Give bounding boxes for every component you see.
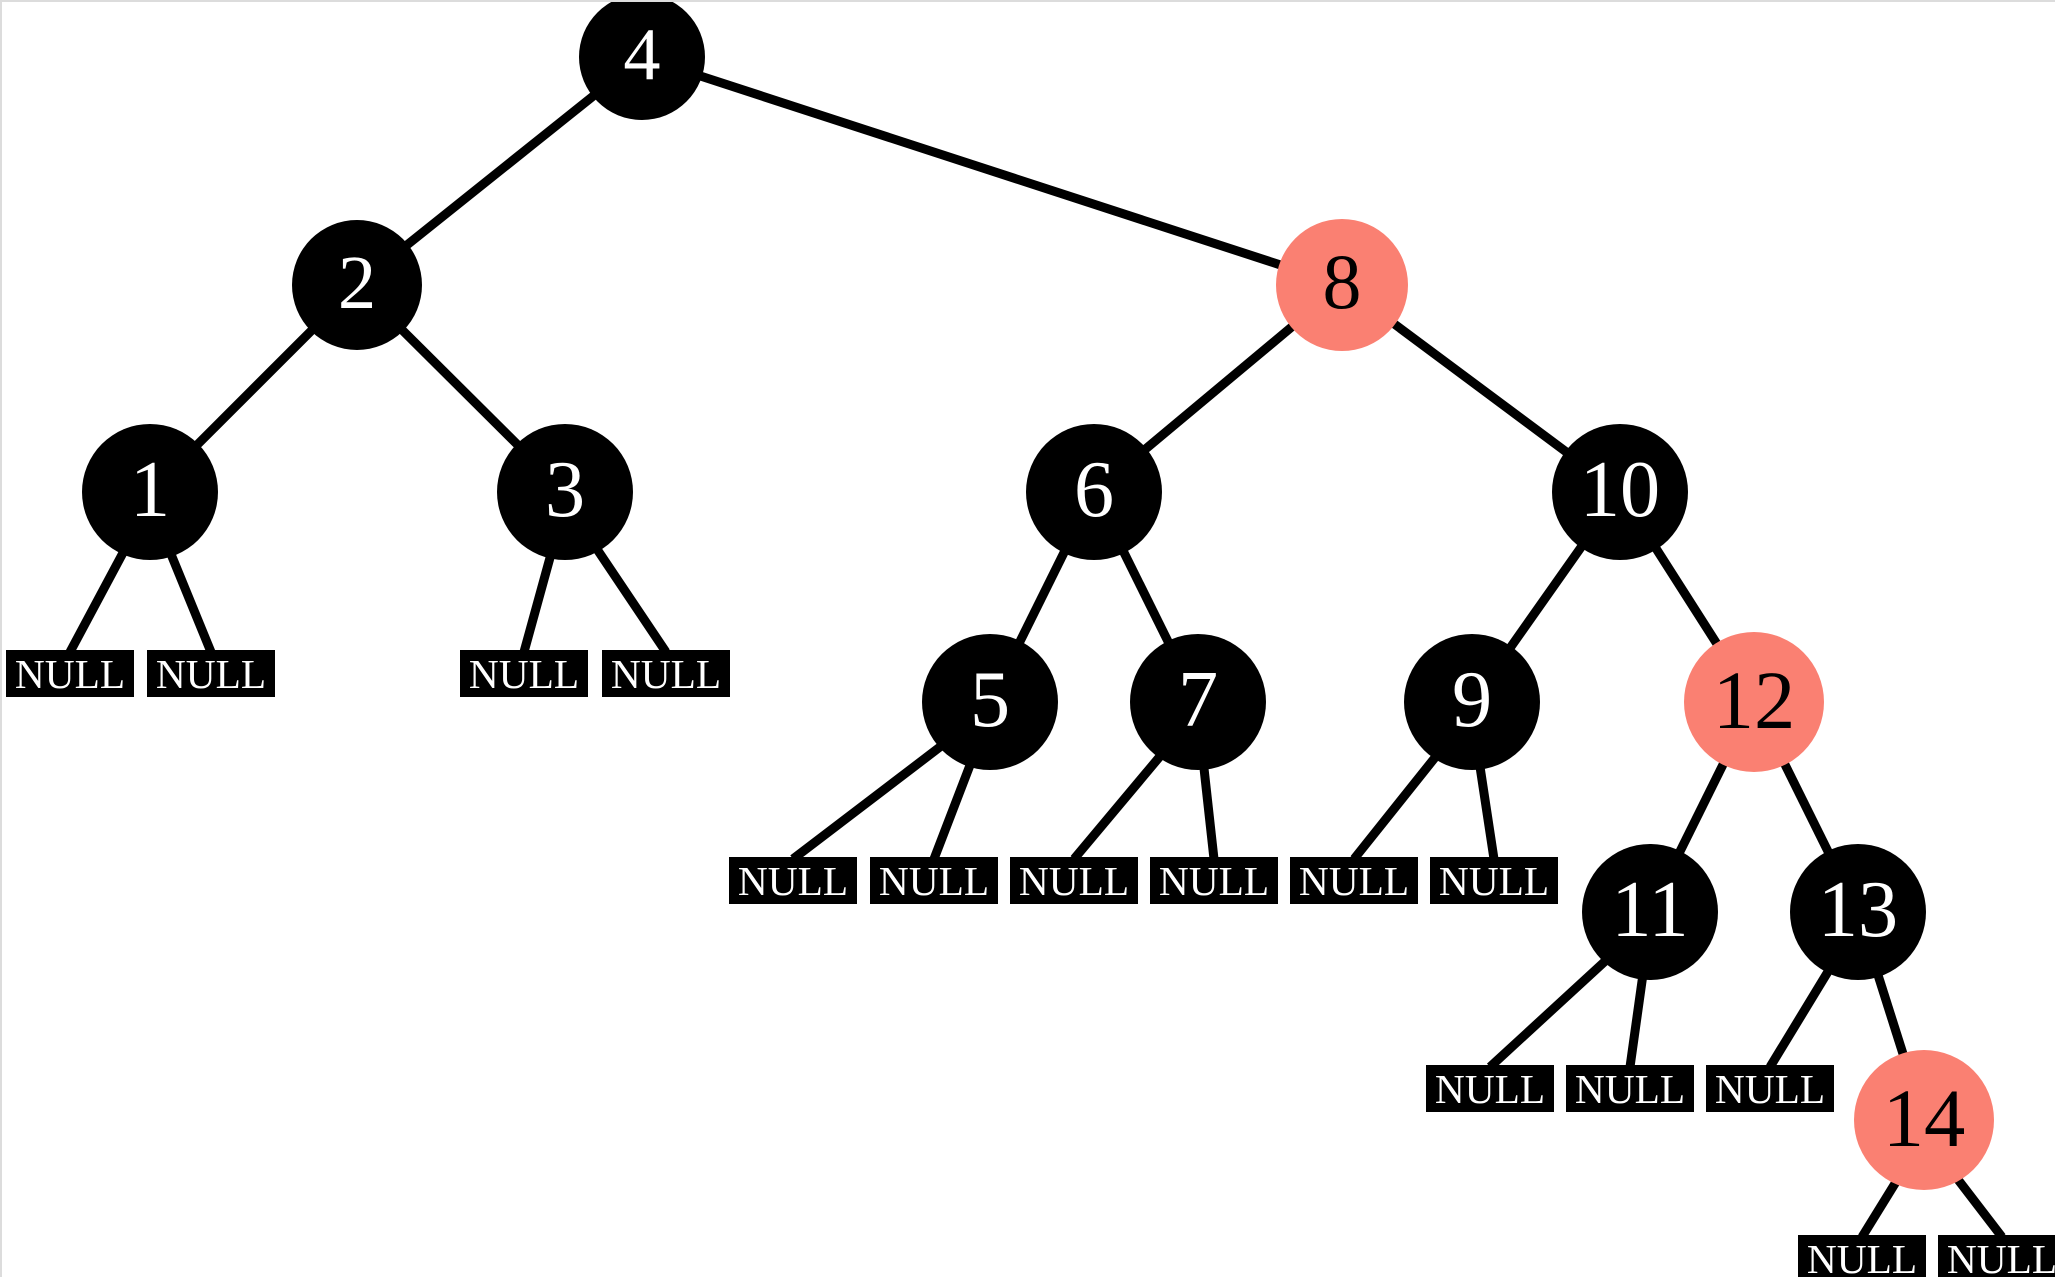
tree-node-label: 5 [969,654,1011,744]
tree-edge [1779,759,1834,857]
tree-edge [1199,765,1219,860]
tree-null-leaf: NULL [1290,857,1418,904]
tree-edge [1505,541,1587,653]
tree-node-3[interactable]: 3 [497,424,633,560]
tree-edge [1858,1177,1901,1240]
tree-null-leaf: NULL [147,650,275,697]
tree-edge [592,545,670,655]
tree-node-label: 9 [1451,654,1493,744]
tree-edge [1475,764,1499,860]
tree-node-label: 12 [1712,653,1796,746]
tree-null-leaf: NULL [1010,857,1138,904]
tree-node-14[interactable]: 14 [1854,1050,1994,1190]
tree-null-leaf: NULL [6,650,134,697]
tree-node-label: 13 [1817,864,1899,954]
tree-node-label: 1 [129,444,171,534]
tree-null-leaf: NULL [1706,1065,1834,1112]
tree-edge [66,548,129,655]
tree-null-leaf: NULL [1150,857,1278,904]
tree-edge [790,741,946,863]
tree-edge [397,324,523,451]
tree-null-leaf: NULL [1566,1065,1694,1112]
tree-edge [519,553,556,654]
tree-edge [1625,974,1648,1068]
tree-node-label: 4 [623,13,661,96]
tree-edge [696,70,1285,271]
tree-node-7[interactable]: 7 [1130,634,1266,770]
tree-edge [192,324,318,450]
tree-edge [1486,956,1611,1071]
tree-node-label: 6 [1073,444,1115,534]
tree-edge [1650,543,1723,649]
tree-null-leaf: NULL [870,857,998,904]
tree-node-13[interactable]: 13 [1790,844,1926,980]
tree-edge [1873,971,1909,1059]
tree-null-leaf: NULL [1430,857,1558,904]
tree-edge [1140,321,1298,455]
tree-node-label: 2 [337,239,377,325]
tree-edge [929,761,976,861]
tree-edge [1118,547,1174,647]
tree-edge [1350,752,1441,862]
tree-node-5[interactable]: 5 [922,634,1058,770]
tree-node-2[interactable]: 2 [292,220,422,350]
tree-null-leaf: NULL [1426,1065,1554,1112]
tree-node-1[interactable]: 1 [82,424,218,560]
tree-node-label: 7 [1177,654,1219,744]
tree-node-11[interactable]: 11 [1582,844,1718,980]
tree-null-leaf: NULL [729,857,857,904]
tree-null-leaf: NULL [1798,1235,1926,1277]
tree-edge [1389,318,1572,458]
tree-edge [1674,759,1729,857]
tree-node-6[interactable]: 6 [1026,424,1162,560]
tree-edge [1952,1174,2006,1240]
tree-null-leaf: NULL [602,650,730,697]
tree-edge [1766,966,1834,1070]
tree-node-label: 8 [1322,239,1362,326]
tree-node-12[interactable]: 12 [1684,632,1824,772]
tree-node-8[interactable]: 8 [1276,219,1408,351]
tree-edge [166,550,216,654]
tree-node-10[interactable]: 10 [1552,424,1688,560]
tree-node-label: 3 [544,444,586,534]
tree-node-9[interactable]: 9 [1404,634,1540,770]
tree-node-4[interactable]: 4 [579,2,705,120]
tree-null-leaf: NULL [1938,1235,2055,1277]
tree-node-label: 10 [1579,444,1661,534]
tree-edge [1014,547,1070,647]
tree-null-leaf: NULL [460,650,588,697]
tree-node-label: 11 [1611,864,1689,954]
tree-edge [401,90,599,251]
tree-edge [1070,751,1165,862]
tree-node-label: 14 [1882,1071,1966,1164]
